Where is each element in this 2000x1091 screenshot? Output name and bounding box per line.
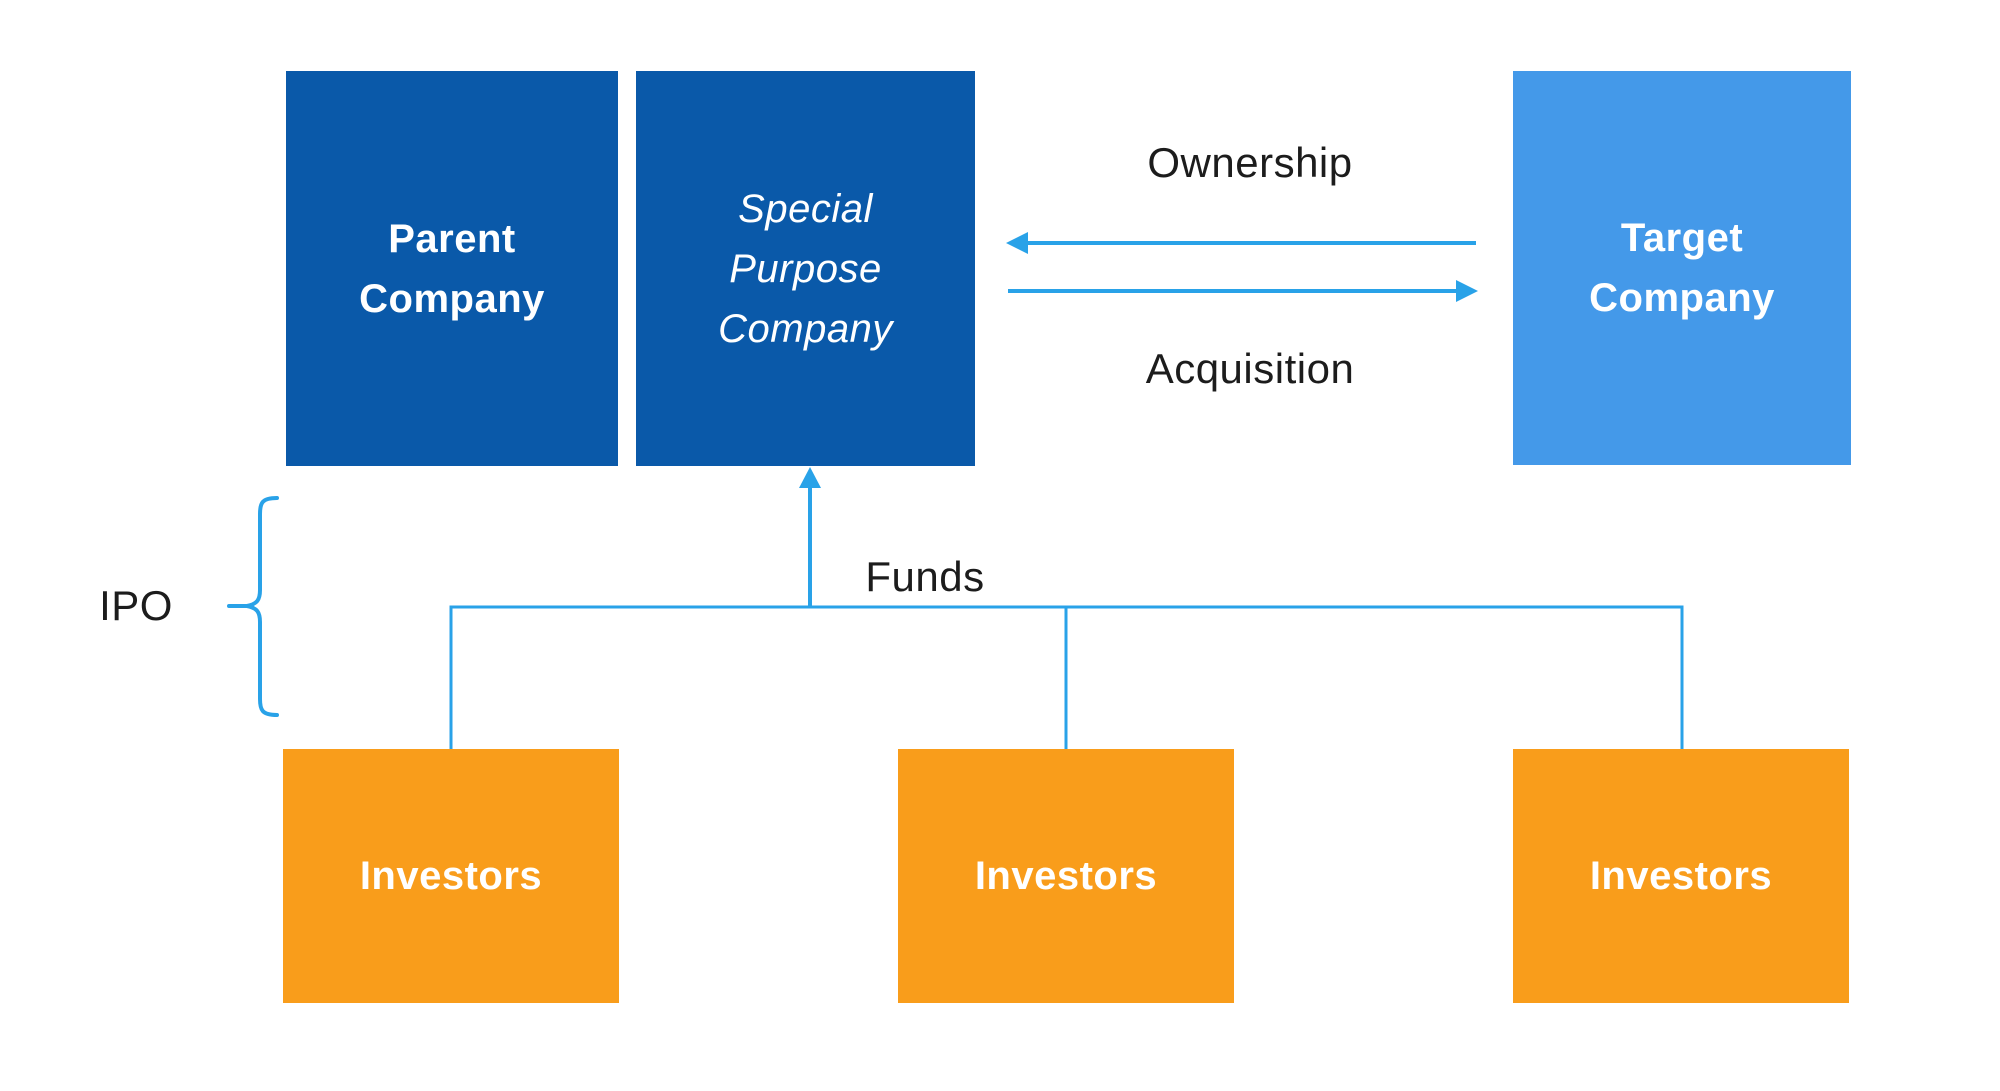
acquisition-arrowhead-right-icon — [1456, 280, 1478, 302]
acquisition-label: Acquisition — [1145, 345, 1355, 392]
parent-company-label-line2: Company — [359, 276, 545, 321]
spc-label-line3: Company — [718, 306, 893, 351]
parent-company-label-line1: Parent — [388, 216, 516, 261]
funds-label: Funds — [865, 553, 985, 600]
parent-company-box: Parent Company — [286, 71, 618, 466]
investors-box-2: Investors — [898, 749, 1234, 1003]
spc-label-line2: Purpose — [729, 246, 882, 291]
funds-arrowhead-up-icon — [799, 467, 821, 488]
investors-label-1: Investors — [359, 854, 543, 898]
ipo-brace-icon — [245, 496, 279, 717]
target-company-label-line2: Company — [1589, 276, 1775, 320]
ownership-arrowhead-left-icon — [1006, 232, 1028, 254]
investors-label-3: Investors — [1589, 854, 1773, 898]
special-purpose-company-box: Special Purpose Company — [636, 71, 975, 466]
target-company-label-line1: Target — [1620, 216, 1744, 260]
ownership-label: Ownership — [1147, 139, 1353, 186]
investors-box-3: Investors — [1513, 749, 1849, 1003]
target-company-box: Target Company — [1513, 71, 1851, 465]
ipo-label: IPO — [99, 582, 173, 629]
investors-label-2: Investors — [974, 854, 1158, 898]
spc-label-line1: Special — [738, 186, 873, 231]
investors-box-1: Investors — [283, 749, 619, 1003]
funds-manifold-line — [449, 605, 1684, 749]
